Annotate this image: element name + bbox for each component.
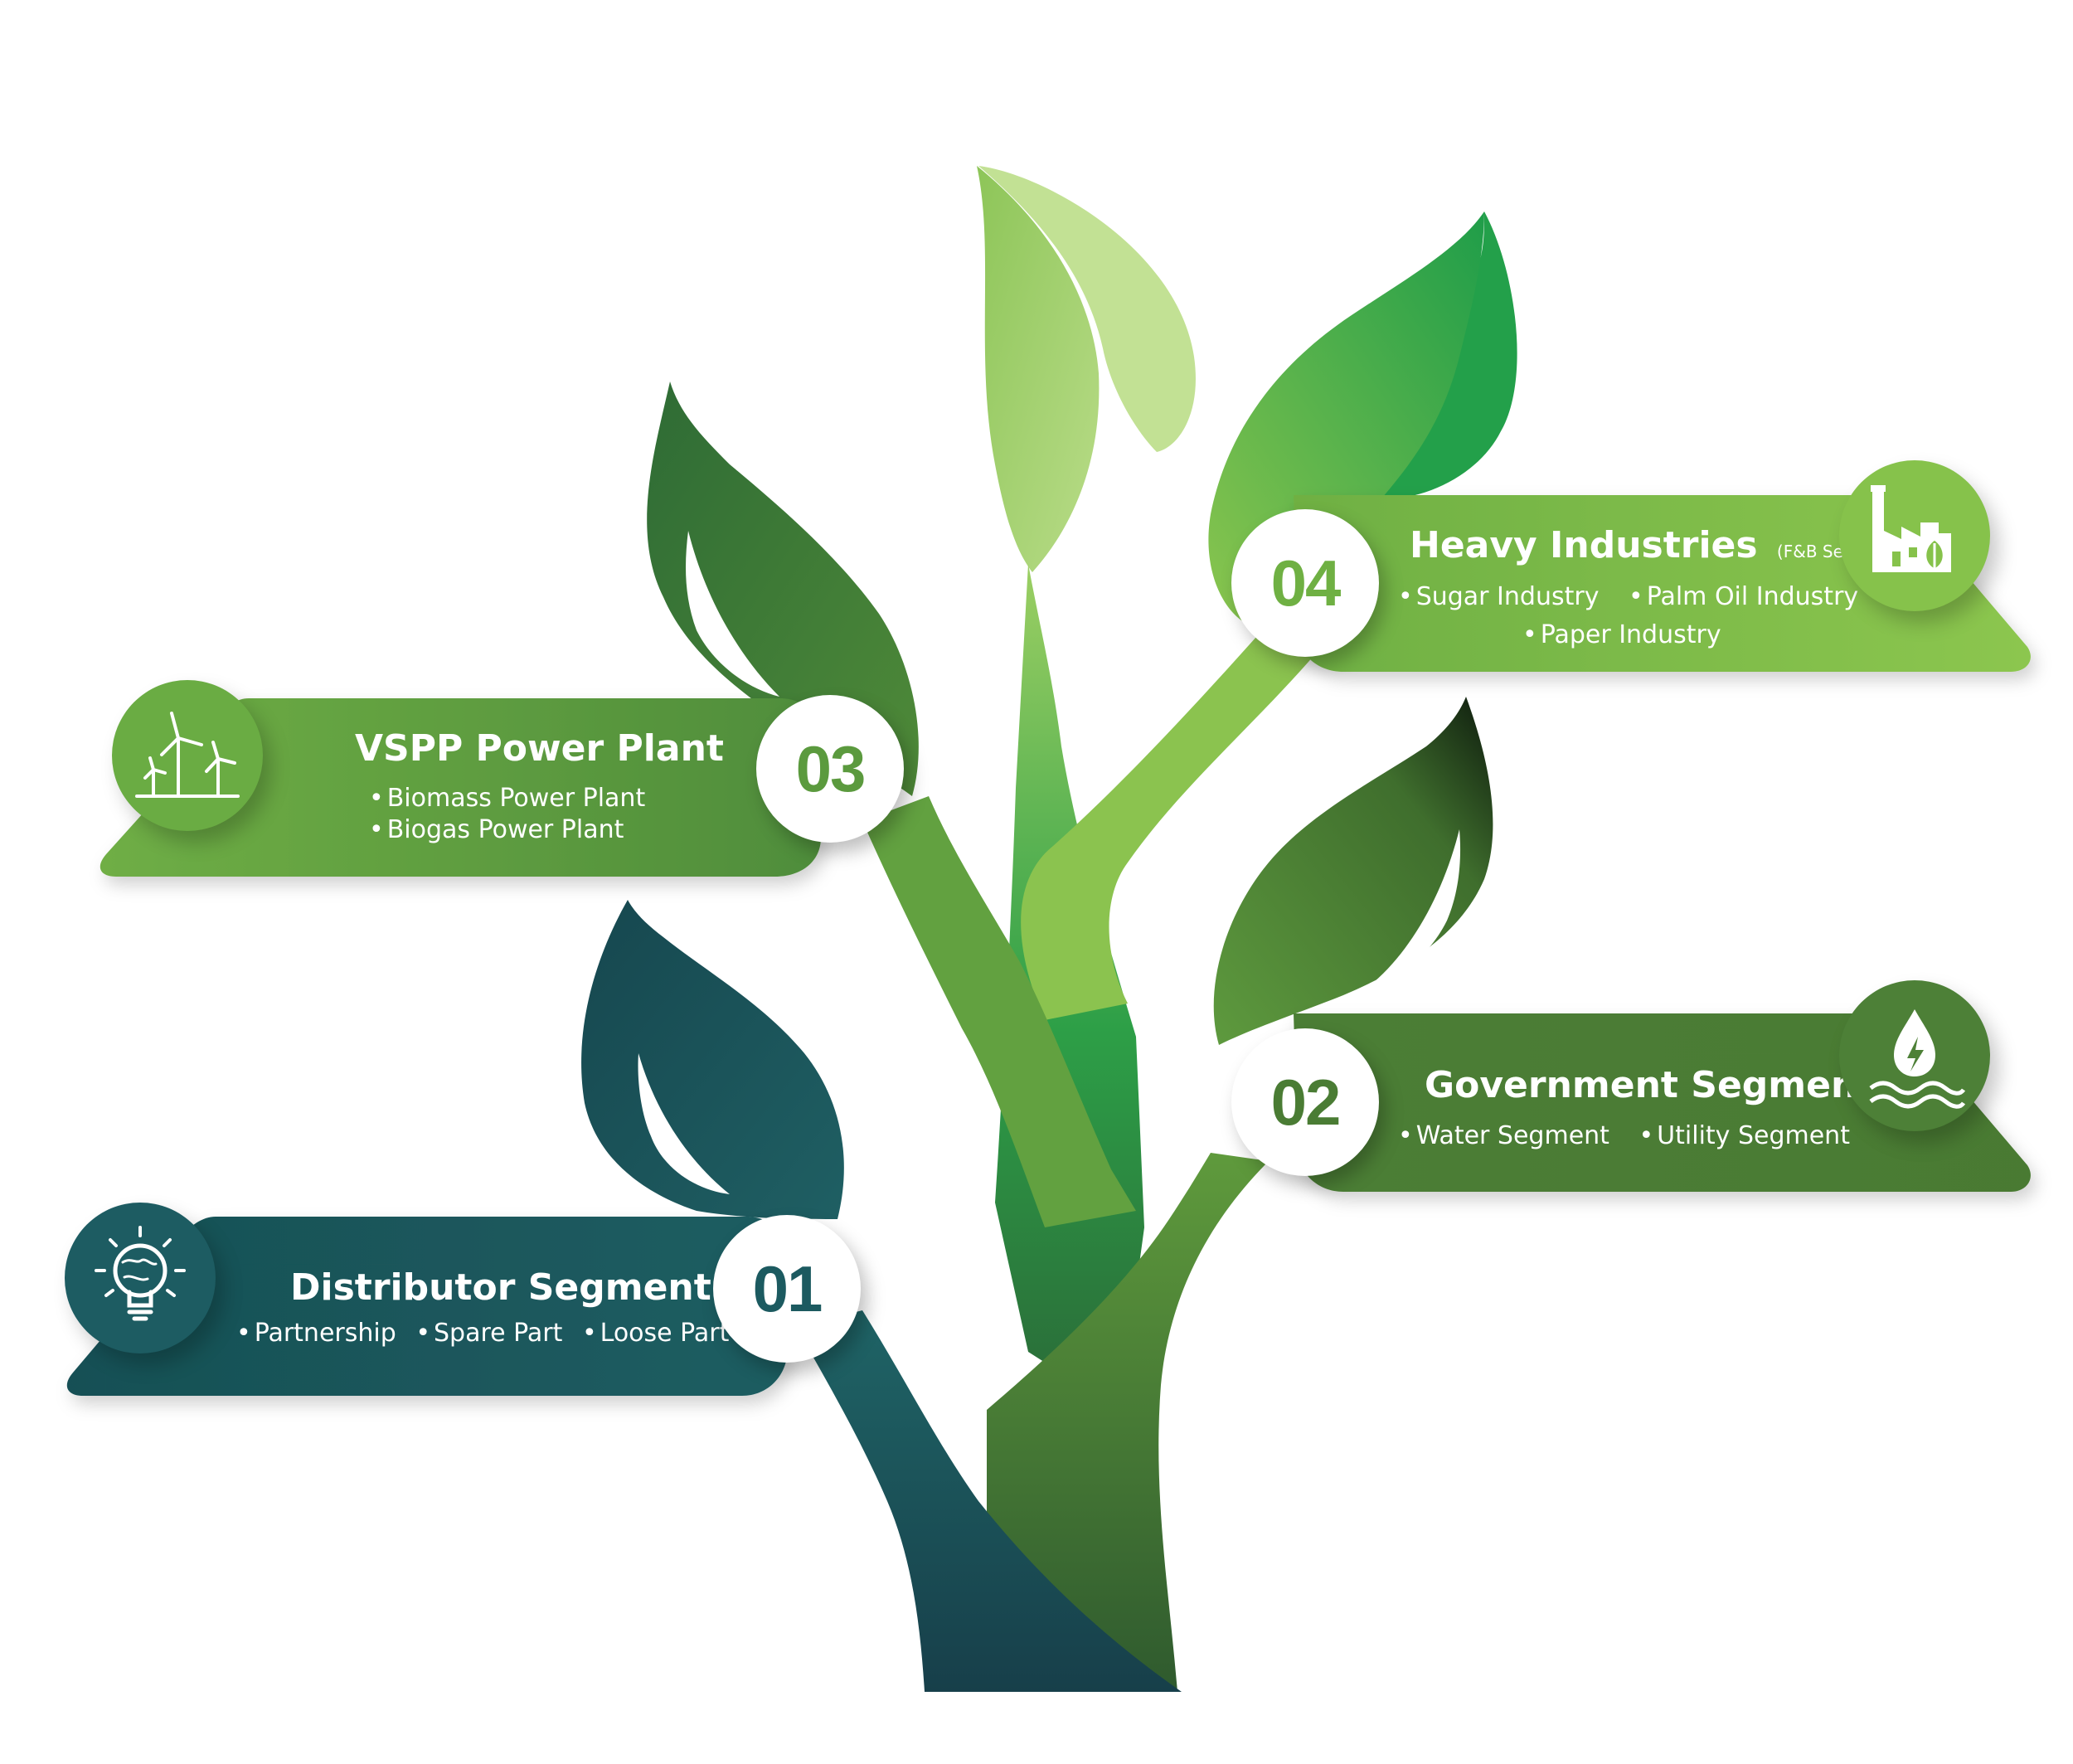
leaf-top-center-main — [977, 166, 1100, 572]
segment-04-items-row1: Sugar Industry Palm Oil Industry — [1398, 582, 1858, 611]
segment-01-item: Spare Part — [415, 1319, 562, 1348]
segment-04-item: Paper Industry — [1522, 620, 1721, 649]
segment-04-title: Heavy Industries — [1410, 524, 1758, 566]
branch-right-lower — [987, 1153, 1269, 1692]
segment-01-items: Partnership Spare Part Loose Part — [236, 1319, 730, 1348]
segment-04-item: Sugar Industry — [1398, 582, 1600, 611]
segment-04-number: 04 — [1270, 546, 1342, 620]
branch-left-upper — [862, 796, 1136, 1227]
leaf-left-upper — [647, 381, 919, 796]
segment-04-items-row2: Paper Industry — [1522, 620, 1721, 649]
segment-02-items: Water Segment Utility Segment — [1398, 1121, 1850, 1150]
segment-01-number: 01 — [752, 1251, 823, 1325]
leaf-right-lower — [1213, 697, 1493, 1045]
segment-01-title: Distributor Segment — [290, 1266, 711, 1309]
factory-leaf-icon — [1839, 460, 1990, 611]
leaf-left-upper-vein — [686, 531, 779, 697]
segment-04-number-badge: 04 — [1231, 509, 1379, 657]
segment-01-item: Loose Part — [582, 1319, 730, 1348]
wind-turbines-icon — [112, 680, 263, 831]
segment-03-number-badge: 03 — [756, 695, 904, 843]
segment-03-title: VSPP Power Plant — [355, 727, 724, 770]
banner-01-shape — [66, 1217, 788, 1396]
segment-03-item-text: Biogas Power Plant — [369, 815, 624, 844]
leaf-right-lower-vein — [1368, 829, 1461, 987]
segment-04-title-row: Heavy Industries (F&B Segment) — [1410, 524, 1904, 566]
segment-02-item: Water Segment — [1398, 1121, 1609, 1150]
trunk-teal — [796, 1310, 1182, 1692]
leaf-teal-vein — [638, 1053, 730, 1194]
segment-01-number-badge: 01 — [713, 1215, 861, 1363]
leaf-teal — [581, 900, 844, 1219]
segment-03-item: Biogas Power Plant — [369, 815, 624, 844]
segment-02-number: 02 — [1270, 1065, 1342, 1139]
segment-02-title: Government Segment — [1425, 1064, 1875, 1106]
segment-01-item: Partnership — [236, 1319, 396, 1348]
segment-03-number: 03 — [795, 731, 867, 805]
leaf-top-center — [978, 166, 1196, 452]
branch-upper-right — [1021, 614, 1335, 1020]
segment-02-number-badge: 02 — [1231, 1028, 1379, 1176]
segment-03-item: Biomass Power Plant — [369, 784, 646, 813]
segment-02-item: Utility Segment — [1638, 1121, 1850, 1150]
segment-04-item: Palm Oil Industry — [1629, 582, 1858, 611]
water-drop-energy-icon — [1839, 980, 1990, 1131]
segment-03-item-text: Biomass Power Plant — [369, 784, 646, 813]
lightbulb-globe-icon — [65, 1203, 216, 1353]
